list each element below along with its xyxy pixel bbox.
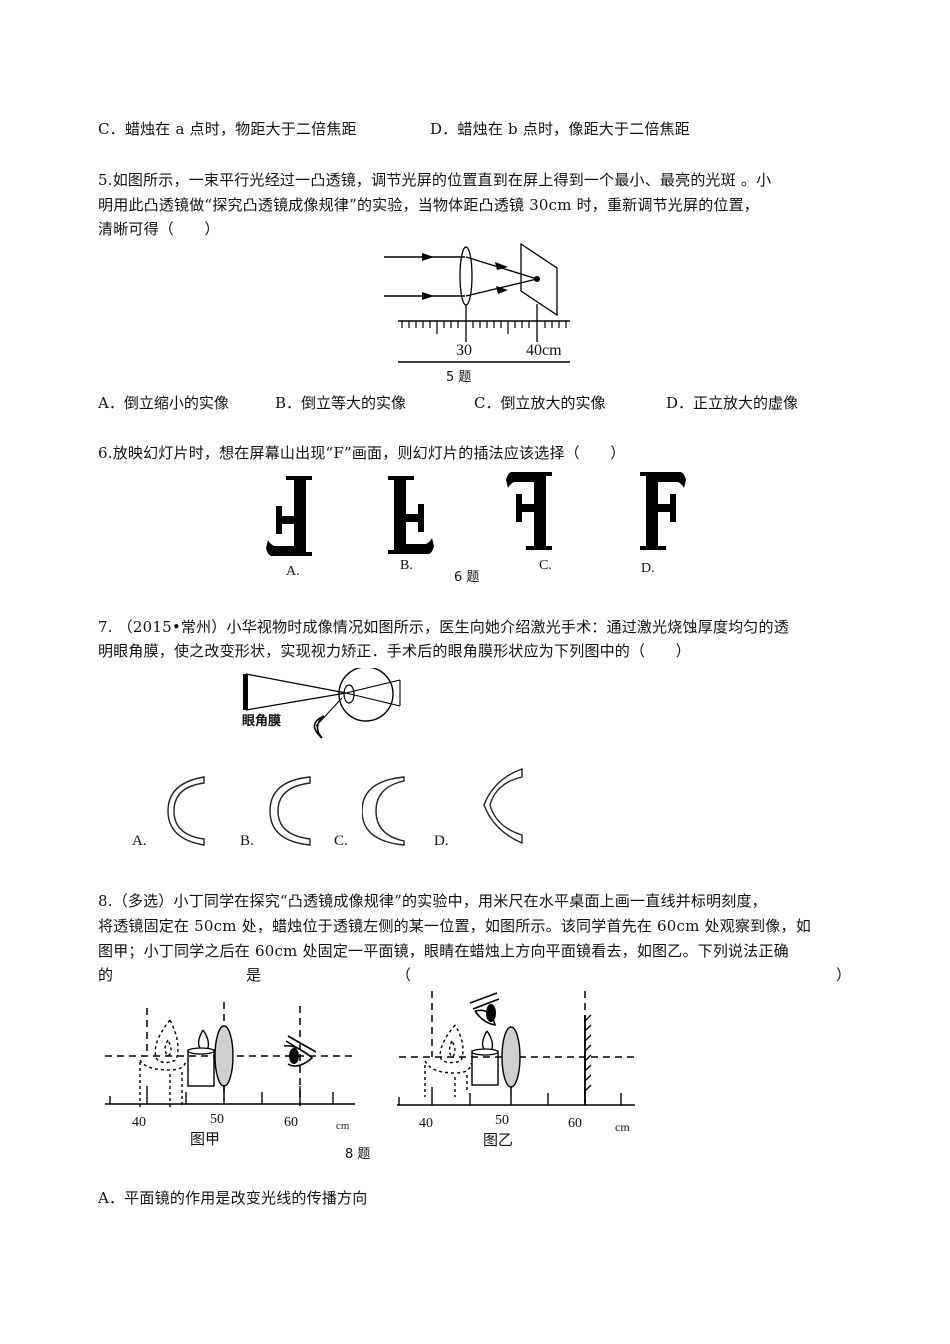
q7-figure-eye: 眼角膜 bbox=[238, 666, 418, 743]
cornea-label: 眼角膜 bbox=[242, 714, 282, 729]
cornea-option-c-icon bbox=[362, 776, 405, 846]
q7-label-d: D. bbox=[434, 833, 449, 849]
q5-text-line-3: 清晰可得（ ） bbox=[98, 220, 220, 238]
slide-option-a-icon bbox=[266, 476, 312, 556]
q8-text-line-4d: ） bbox=[836, 966, 852, 984]
q8-text-line-4b: 是 bbox=[246, 966, 262, 984]
cornea-option-a-icon bbox=[167, 776, 205, 846]
q7-label-b: B. bbox=[240, 833, 254, 849]
yi-tick-50: 50 bbox=[495, 1113, 509, 1128]
q5-option-b: B．倒立等大的实像 bbox=[275, 394, 407, 412]
yi-tick-60: 60 bbox=[568, 1116, 582, 1131]
q7-options-figure: A. B. C. D. bbox=[130, 765, 530, 860]
slide-option-b-icon bbox=[388, 476, 434, 554]
jia-tick-60: 60 bbox=[284, 1115, 298, 1130]
eye-imaging-diagram-icon bbox=[243, 666, 401, 739]
q5-text-line-1: 5.如图所示，一束平行光经过一凸透镜，调节光屏的位置直到在屏上得到一个最小、最亮… bbox=[98, 171, 772, 189]
q8-figure-jia: 40 50 60 cm 图甲 bbox=[100, 1000, 370, 1150]
cornea-option-b-icon bbox=[269, 776, 311, 846]
jia-tick-50: 50 bbox=[210, 1112, 224, 1127]
q8-text-line-3: 图甲；小丁同学之后在 60cm 处固定一平面镜，眼睛在蜡烛上方向平面镜看去，如图… bbox=[98, 942, 789, 960]
q6-figure-slides: A. B. C. D. 6 题 bbox=[258, 468, 698, 588]
jia-tick-40: 40 bbox=[132, 1115, 146, 1130]
q6-caption: 6 题 bbox=[454, 570, 480, 585]
q8-text-line-4c: （ bbox=[396, 966, 412, 984]
q8-text-line-2: 将透镜固定在 50cm 处，蜡烛位于透镜左侧的某一位置，如图所示。该同学首先在 … bbox=[98, 917, 811, 935]
convex-lens-focus-diagram-icon bbox=[384, 242, 570, 363]
q6-label-a: A. bbox=[286, 564, 300, 579]
q5-text-line-2: 明用此凸透镜做“探究凸透镜成像规律”的实验，当物体距凸透镜 30cm 时，重新调… bbox=[98, 196, 759, 214]
q8-caption: 8 题 bbox=[345, 1147, 371, 1162]
yi-tick-40: 40 bbox=[419, 1116, 433, 1131]
q7-text-line-1: 7. （2015•常州）小华视物时成像情况如图所示，医生向她介绍激光手术：通过激… bbox=[98, 618, 789, 636]
q5-option-d: D．正立放大的虚像 bbox=[666, 394, 799, 412]
cornea-option-d-icon bbox=[483, 768, 523, 845]
q7-label-c: C. bbox=[334, 833, 348, 849]
q5-label-30: 30 bbox=[456, 342, 472, 359]
q8-figure-yi: 40 50 60 cm 图乙 bbox=[395, 985, 645, 1150]
q5-figure-lens-diagram: 30 40cm 5 题 bbox=[380, 238, 580, 388]
q7-label-a: A. bbox=[132, 833, 147, 849]
jia-unit-cm: cm bbox=[336, 1120, 350, 1132]
lens-mirror-setup-yi-icon bbox=[397, 991, 635, 1106]
slide-option-c-icon bbox=[506, 472, 552, 550]
q5-option-a: A．倒立缩小的实像 bbox=[98, 394, 229, 412]
q6-label-d: D. bbox=[641, 561, 655, 576]
q6-label-b: B. bbox=[400, 558, 413, 573]
q4-option-d: D．蜡烛在 b 点时，像距大于二倍焦距 bbox=[430, 120, 690, 138]
q4-option-c: C．蜡烛在 a 点时，物距大于二倍焦距 bbox=[98, 120, 357, 138]
q8-text-line-4a: 的 bbox=[98, 966, 114, 984]
q6-text-line: 6.放映幻灯片时，想在屏幕山出现“F”画面，则幻灯片的插法应该选择（ ） bbox=[98, 444, 626, 462]
yi-caption: 图乙 bbox=[483, 1131, 514, 1149]
yi-unit-cm: cm bbox=[615, 1120, 630, 1134]
q5-label-40cm: 40cm bbox=[526, 342, 562, 359]
q6-label-c: C. bbox=[539, 558, 552, 573]
slide-option-d-icon bbox=[640, 472, 686, 550]
q7-text-line-2: 明眼角膜，使之改变形状，实现视力矫正．手术后的眼角膜形状应为下列图中的（ ） bbox=[98, 642, 691, 660]
lens-eye-setup-jia-icon bbox=[105, 1002, 355, 1108]
q5-option-c: C．倒立放大的实像 bbox=[474, 394, 606, 412]
q8-text-line-1: 8.（多选）小丁同学在探究“凸透镜成像规律”的实验中，用米尺在水平桌面上画一直线… bbox=[98, 892, 767, 910]
q5-caption: 5 题 bbox=[446, 370, 472, 385]
q8-option-a: A．平面镜的作用是改变光线的传播方向 bbox=[98, 1189, 368, 1207]
jia-caption: 图甲 bbox=[190, 1130, 221, 1148]
